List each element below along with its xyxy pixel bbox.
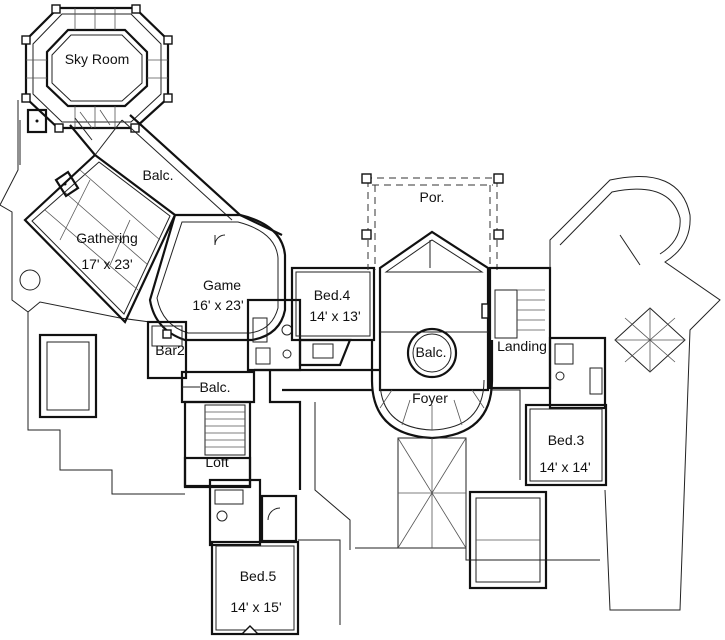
label-bed4: Bed.4	[314, 287, 351, 303]
bath-bed3	[548, 336, 607, 410]
lower-roof-lines	[298, 539, 600, 625]
label-game-size: 16' x 23'	[192, 297, 243, 313]
label-balc-left: Balc.	[199, 379, 230, 395]
round-column	[19, 269, 41, 291]
porch-outline	[361, 173, 504, 270]
bar2-structure	[146, 320, 188, 380]
loft-structure	[183, 456, 252, 488]
label-balc-upper: Balc.	[142, 167, 173, 183]
label-game: Game	[203, 277, 241, 293]
landing-structure	[481, 266, 552, 390]
roof-peak	[614, 307, 686, 373]
label-por: Por.	[420, 189, 445, 205]
central-corridor	[254, 368, 521, 550]
gathering-structure	[23, 153, 177, 324]
label-loft: Loft	[205, 454, 228, 470]
column-box	[26, 108, 48, 134]
label-sky-room: Sky Room	[65, 51, 130, 67]
bed4-structure	[290, 266, 376, 367]
label-gathering: Gathering	[76, 230, 137, 246]
label-balc-center: Balc.	[415, 344, 446, 360]
game-structure	[148, 213, 287, 342]
label-foyer: Foyer	[412, 390, 448, 406]
foyer-structure	[370, 230, 494, 440]
label-landing: Landing	[497, 338, 547, 354]
label-bed5: Bed.5	[240, 568, 277, 584]
bath-bed5	[208, 478, 298, 547]
label-gathering-size: 17' x 23'	[81, 256, 132, 272]
label-bed3: Bed.3	[548, 432, 585, 448]
bed3-structure	[524, 403, 608, 487]
label-bed3-size: 14' x 14'	[539, 459, 590, 475]
label-bed4-size: 14' x 13'	[309, 308, 360, 324]
lower-right-block	[468, 490, 548, 590]
label-bar2: Bar2	[155, 342, 185, 358]
label-bed5-size: 14' x 15'	[230, 599, 281, 615]
roof-outline	[0, 100, 185, 495]
right-roof-outline	[549, 176, 721, 611]
sky-room-structure	[21, 4, 173, 133]
stairs	[183, 400, 252, 489]
bed5-structure	[210, 540, 300, 636]
pool	[38, 333, 98, 419]
